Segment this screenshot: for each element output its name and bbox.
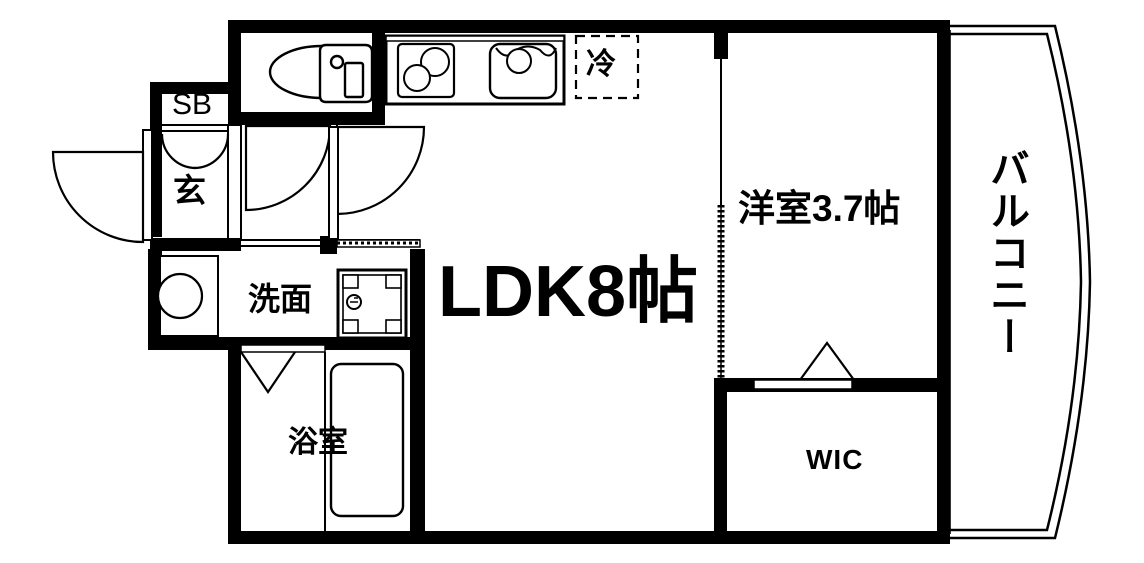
shoebox-double-door: [160, 133, 230, 170]
wic-folding-door: [753, 341, 855, 390]
room-label-bath: 浴室: [288, 426, 348, 459]
kitchen-counter: [384, 34, 566, 106]
bath-folding-door: [240, 344, 326, 394]
room-label-entrance: 玄: [173, 172, 206, 209]
bathtub-icon: [324, 352, 405, 531]
vanity-basin-icon: [336, 268, 408, 340]
entrance-swing-door: [51, 129, 153, 244]
room-label-balcony: バルコニー: [984, 148, 1028, 358]
toilet-swing-door: [244, 124, 332, 212]
refrigerator-dashed-box-icon: [574, 34, 640, 100]
balcony-outline: [950, 24, 1092, 540]
toilet-fixture-icon: [268, 43, 376, 104]
room-label-ldk: LDK8帖: [438, 252, 699, 332]
washing-machine-pan-icon: [156, 255, 219, 337]
room-label-wic: WIC: [806, 444, 864, 475]
two-burner-stove-icon: [396, 42, 456, 99]
room-label-washroom: 洗面: [248, 281, 313, 317]
ldk-swing-door: [328, 125, 426, 240]
kitchen-sink-icon: [488, 42, 558, 100]
room-label-shoebox: SB: [172, 88, 213, 121]
room-label-fridge: 冷: [586, 48, 616, 81]
washroom-sliding-door: [336, 239, 421, 248]
room-label-bedroom: 洋室3.7帖: [738, 188, 901, 229]
